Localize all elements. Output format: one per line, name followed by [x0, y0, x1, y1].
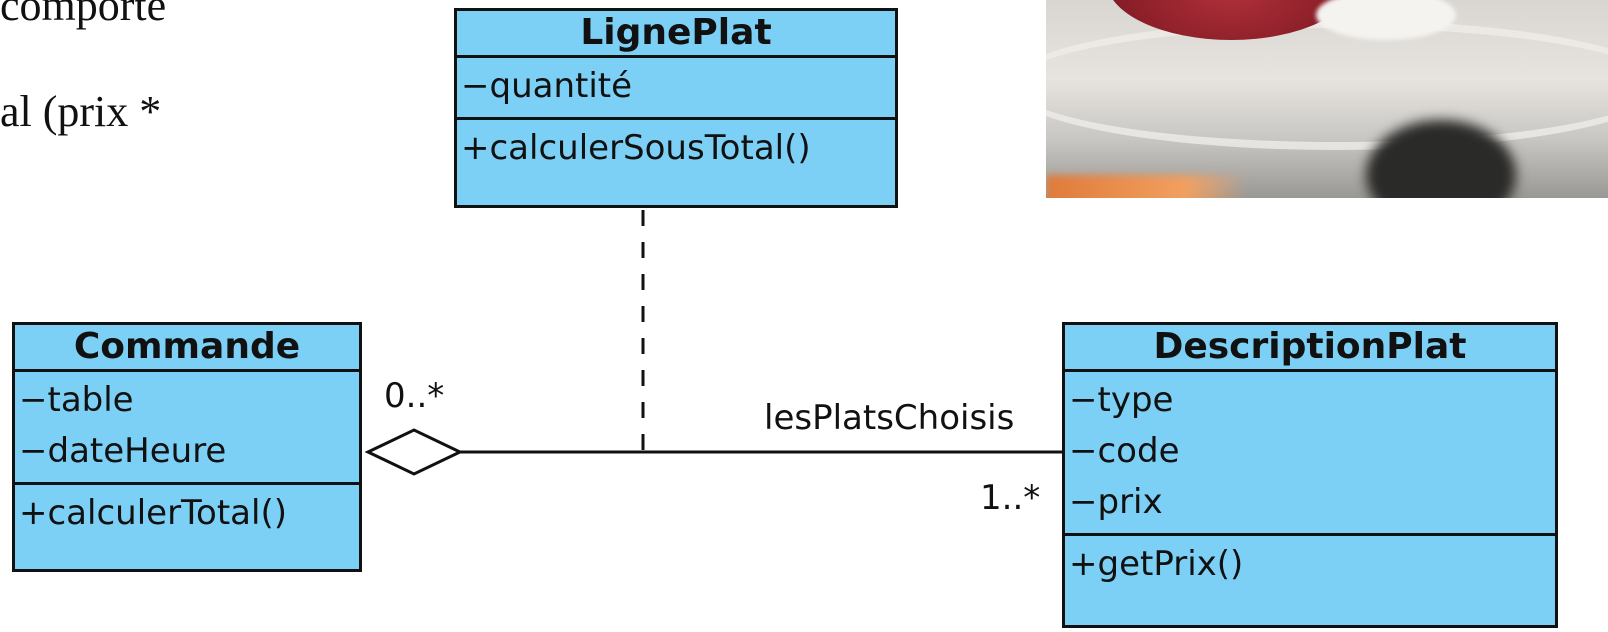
attribute: −prix [1069, 482, 1163, 522]
class-attributes: −table −dateHeure [15, 372, 359, 485]
attribute: −code [1069, 431, 1180, 471]
multiplicity-commande: 0..* [384, 376, 445, 416]
attribute: −quantité [461, 66, 633, 106]
attribute: −table [19, 380, 134, 420]
class-attributes: −type −code −prix [1065, 372, 1555, 536]
class-commande[interactable]: Commande −table −dateHeure +calculerTota… [12, 322, 362, 572]
class-name: LignePlat [457, 11, 895, 58]
slide-text-line-2: al (prix * [0, 87, 162, 136]
multiplicity-descriptionplat: 1..* [980, 478, 1041, 518]
class-name: DescriptionPlat [1065, 325, 1555, 372]
photo-orange-edge [1046, 175, 1246, 198]
class-attributes: −quantité [457, 58, 895, 120]
class-operations: +calculerTotal() [15, 485, 359, 544]
class-operations: +getPrix() [1065, 536, 1555, 595]
role-name-lesplatschoisis: lesPlatsChoisis [764, 398, 1015, 438]
operation: +getPrix() [1069, 544, 1244, 584]
attribute: −type [1069, 380, 1174, 420]
class-name: Commande [15, 325, 359, 372]
class-ligneplat[interactable]: LignePlat −quantité +calculerSousTotal() [454, 8, 898, 208]
operation: +calculerTotal() [19, 493, 287, 533]
class-operations: +calculerSousTotal() [457, 120, 895, 179]
operation: +calculerSousTotal() [461, 128, 811, 168]
attribute: −dateHeure [19, 431, 227, 471]
cream [1316, 0, 1456, 40]
aggregation-diamond [364, 428, 464, 476]
dish-photo [1046, 0, 1608, 198]
class-descriptionplat[interactable]: DescriptionPlat −type −code −prix +getPr… [1062, 322, 1558, 628]
slide-text-line-1: comporte [0, 0, 167, 30]
